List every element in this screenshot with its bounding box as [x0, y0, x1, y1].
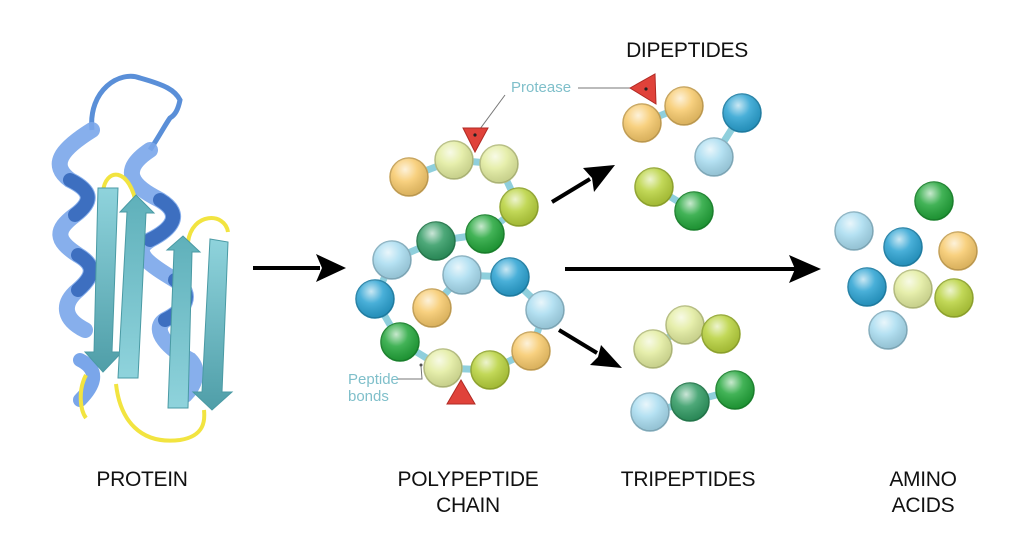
beta-strand-3	[165, 235, 202, 409]
label-amino-line1: AMINO	[889, 468, 957, 491]
free-amino-acid	[868, 310, 908, 350]
amino-acid-bead	[355, 279, 395, 319]
amino-acid-bead	[701, 314, 741, 354]
dipeptide	[622, 86, 704, 143]
amino-acid-bead	[412, 288, 452, 328]
arrow-chain-to-amino-acids	[565, 255, 821, 283]
amino-acid-bead	[490, 257, 530, 297]
protease-icon	[446, 379, 476, 405]
free-amino-acid	[934, 278, 974, 318]
amino-acid-bead	[389, 157, 429, 197]
protease-icon	[462, 127, 489, 154]
label-protein: PROTEIN	[82, 467, 202, 493]
beta-strand-4	[191, 238, 234, 411]
amino-acid-bead	[622, 103, 662, 143]
label-polypeptide-line2: CHAIN	[436, 494, 500, 517]
amino-acid-bead	[630, 392, 670, 432]
free-amino-acid	[834, 211, 874, 251]
free-amino-acid	[883, 227, 923, 267]
beta-sheets	[83, 187, 234, 411]
peptide-bonds-line1: Peptide	[348, 371, 399, 388]
amino-acid-bead	[423, 348, 463, 388]
protease-markers	[398, 73, 657, 405]
alpha-helix-left	[51, 122, 101, 407]
protease-note: Protease	[511, 79, 572, 96]
helix-loop	[89, 73, 183, 152]
arrow-chain-to-dipeptides	[550, 165, 615, 204]
amino-acid-bead	[380, 322, 420, 362]
label-polypeptide-line1: POLYPEPTIDE	[397, 468, 539, 491]
tripeptides-group	[630, 305, 755, 432]
amino-acid-bead	[664, 86, 704, 126]
protease-leader-line-1	[476, 94, 506, 134]
amino-acid-bead	[416, 221, 456, 261]
label-dipeptides-text: DIPEPTIDES	[626, 39, 748, 62]
amino-acid-bead	[465, 214, 505, 254]
peptide-bond-leader-line	[398, 365, 423, 380]
protease-icon	[629, 73, 657, 105]
dipeptide	[694, 93, 762, 177]
amino-acid-bead	[525, 290, 565, 330]
tripeptide	[633, 305, 741, 369]
label-tripeptides: TRIPEPTIDES	[608, 467, 768, 493]
free-amino-acid	[893, 269, 933, 309]
protein-structure	[51, 73, 234, 443]
amino-acid-bead	[634, 167, 674, 207]
amino-acid-bead	[434, 140, 474, 180]
free-amino-acid	[847, 267, 887, 307]
label-tripeptides-text: TRIPEPTIDES	[620, 468, 756, 491]
amino-acid-bead	[511, 331, 551, 371]
amino-acid-bead	[633, 329, 673, 369]
amino-acid-bead	[499, 187, 539, 227]
label-polypeptide-chain: POLYPEPTIDE CHAIN	[378, 467, 558, 519]
label-dipeptides: DIPEPTIDES	[612, 38, 762, 64]
free-amino-acid	[914, 181, 954, 221]
amino-acid-bead	[470, 350, 510, 390]
tripeptide	[630, 370, 755, 432]
amino-acid-bead	[372, 240, 412, 280]
arrows	[253, 165, 821, 368]
label-amino-line2: ACIDS	[891, 494, 955, 517]
arrow-protein-to-chain	[253, 254, 346, 282]
polypeptide-chain	[355, 140, 565, 390]
dipeptides-group	[622, 86, 762, 231]
amino-acid-bead	[665, 305, 705, 345]
amino-acid-bead	[670, 382, 710, 422]
amino-acid-bead	[694, 137, 734, 177]
peptide-bonds-line2: bonds	[348, 388, 389, 405]
label-protein-text: PROTEIN	[96, 468, 188, 491]
free-amino-acid	[938, 231, 978, 271]
amino-acid-bead	[715, 370, 755, 410]
amino-acid-bead	[442, 255, 482, 295]
dipeptide	[634, 167, 714, 231]
label-amino-acids: AMINO ACIDS	[868, 467, 978, 519]
arrow-chain-to-tripeptides	[557, 328, 622, 368]
amino-acid-bead	[674, 191, 714, 231]
amino-acids-group	[834, 181, 978, 350]
beta-strand-1	[83, 187, 124, 373]
beta-strand-2	[117, 194, 156, 379]
amino-acid-bead	[722, 93, 762, 133]
peptide-bonds-note: Peptide bonds	[348, 371, 399, 405]
amino-acid-bead	[479, 144, 519, 184]
